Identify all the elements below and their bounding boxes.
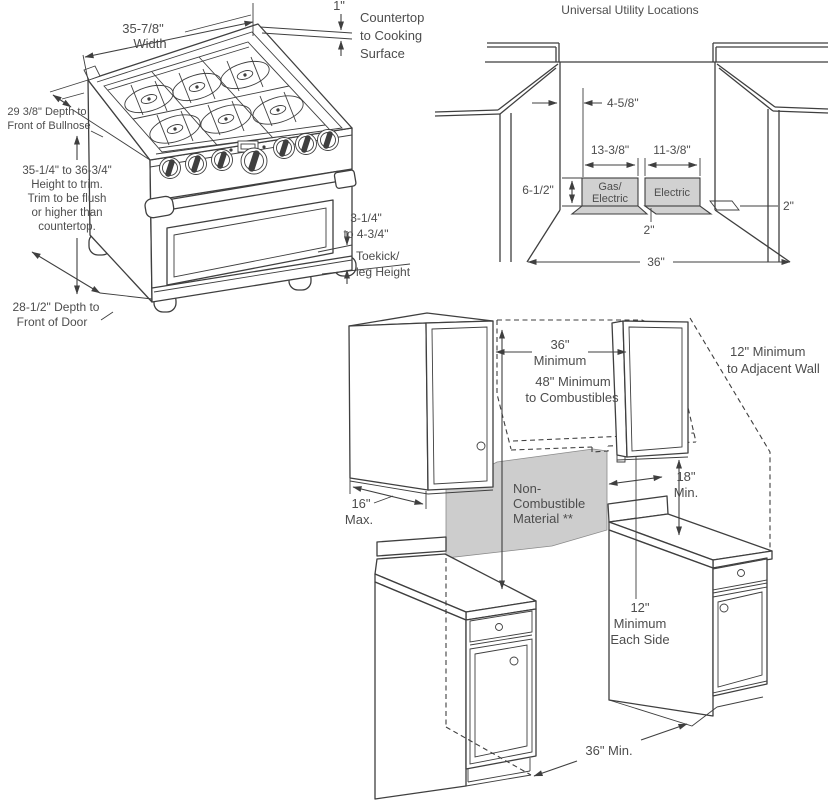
toekick-label-2: leg Height — [356, 265, 411, 279]
electric-box-label: Electric — [654, 187, 691, 199]
dim-36-min-2: Minimum — [534, 353, 587, 368]
height-label-4: or higher than — [32, 207, 103, 219]
height-label-3: Trim to be flush — [28, 193, 107, 205]
dim-12-wall-1: 12" Minimum — [730, 344, 805, 359]
toekick-dim-2: to 4-3/4" — [344, 227, 389, 241]
gas-box-label-1: Gas/ — [598, 181, 622, 193]
range-dimensions: 35-7/8" Width 1" Countertop to Cooking S… — [7, 0, 424, 329]
countertop-label-2: to Cooking — [360, 28, 422, 43]
utility-locations-figure: Universal Utility Locations — [434, 3, 829, 269]
door-depth-label-2: Front of Door — [17, 315, 88, 329]
right-base-cabinet — [607, 495, 773, 727]
width-word-label: Width — [133, 36, 166, 51]
dim-4-5-8-label: 4-5/8" — [607, 96, 639, 110]
gas-electric-box — [581, 177, 639, 207]
oven-handle — [144, 169, 357, 219]
gas-box-label-2: Electric — [592, 193, 629, 205]
floor-projection-dashed — [445, 558, 532, 776]
install-dimensions: 36" Minimum 48" Minimum to Combustibles … — [345, 329, 820, 777]
dim-6-1-2-label: 6-1/2" — [522, 183, 554, 197]
dim-36-label: 36" — [647, 255, 665, 269]
burners — [124, 56, 304, 146]
dim-2-right-label: 2" — [783, 199, 794, 213]
dim-18-1: 18" — [676, 469, 695, 484]
dim-48-2: to Combustibles — [525, 390, 619, 405]
oven-door-window — [166, 199, 334, 286]
utility-boxes: Gas/ Electric Electric — [570, 177, 713, 215]
bullnose-label-2: Front of Bullnose — [7, 120, 90, 132]
utility-walls — [434, 42, 829, 263]
height-label-1: 35-1/4" to 36-3/4" — [22, 165, 111, 177]
left-upper-cabinet — [348, 312, 494, 495]
right-upper-cabinet — [611, 320, 689, 463]
dim-16-2: Max. — [345, 512, 373, 527]
range-body — [83, 23, 357, 303]
utility-title: Universal Utility Locations — [561, 3, 698, 17]
installation-clearance-figure: 36" Minimum 48" Minimum to Combustibles … — [345, 312, 820, 800]
toekick-label-1: Toekick/ — [356, 249, 400, 263]
control-knobs — [159, 129, 339, 179]
dim-18-2: Min. — [674, 485, 699, 500]
dim-11-3-8-label: 11-3/8" — [653, 143, 690, 157]
bullnose-label-1: 29 3/8" Depth to — [7, 106, 86, 118]
dim-36-bottom-label: 36" Min. — [585, 743, 632, 758]
noncombustible-label-1: Non- — [513, 481, 541, 496]
countertop-label-3: Surface — [360, 46, 405, 61]
cabinet-door-knob — [476, 441, 486, 451]
dim-12-wall-2: to Adjacent Wall — [727, 361, 820, 376]
countertop-label-1: Countertop — [360, 10, 424, 25]
dim-12-side-2: Minimum — [614, 616, 667, 631]
noncombustible-label-2: Combustible — [513, 496, 585, 511]
height-label-5: countertop. — [38, 221, 96, 233]
electric-box — [644, 177, 701, 207]
toekick-dim-1: 3-1/4" — [350, 211, 382, 225]
width-dim-label: 35-7/8" — [122, 21, 164, 36]
height-label-2: Height to trim. — [31, 179, 103, 191]
adjacent-wall-dashed — [689, 317, 771, 556]
dim-36-min-1: 36" — [550, 337, 569, 352]
dim-12-side-3: Each Side — [610, 632, 669, 647]
dim-48-1: 48" Minimum — [535, 374, 610, 389]
dim-13-3-8-label: 13-3/8" — [591, 143, 629, 157]
left-base-cabinet — [374, 536, 537, 800]
dim-2-bottom-label: 2" — [644, 223, 655, 237]
noncombustible-label-3: Material ** — [513, 511, 573, 526]
dim-16-1: 16" — [351, 496, 370, 511]
dim-12-side-1: 12" — [630, 600, 649, 615]
one-inch-label: 1" — [333, 0, 345, 13]
range-dimension-figure: 35-7/8" Width 1" Countertop to Cooking S… — [7, 0, 424, 329]
utility-dimensions: 4-5/8" 13-3/8" 11-3/8" 6-1/2" 2" 2" 36" — [522, 88, 794, 269]
door-depth-label-1: 28-1/2" Depth to — [13, 300, 100, 314]
